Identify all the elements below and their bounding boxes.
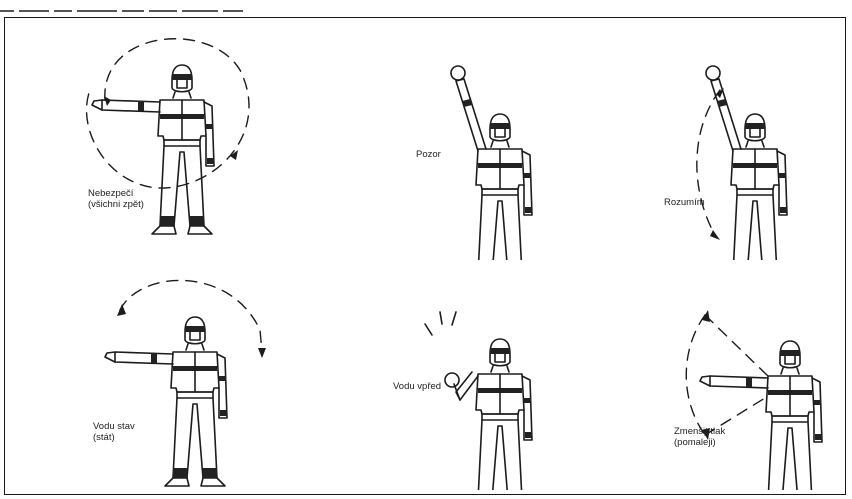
figure-water-ahead <box>370 260 590 490</box>
figure-water-stop <box>60 260 280 490</box>
cropped-header-fragment <box>0 0 260 12</box>
label-understood: Rozumím <box>664 197 705 208</box>
figure-reduce-pressure <box>650 260 852 490</box>
figure-danger <box>60 30 280 260</box>
label-water-stop: Vodu stav (stát) <box>93 421 135 443</box>
label-attention: Pozor <box>416 149 441 160</box>
label-danger: Nebezpečí (všichni zpět) <box>88 188 144 210</box>
label-reduce-pressure: Zmenšit tlak (pomaleji) <box>674 426 725 448</box>
figure-attention <box>370 30 590 260</box>
figure-understood <box>650 30 852 260</box>
label-water-ahead: Vodu vpřed <box>393 381 441 392</box>
